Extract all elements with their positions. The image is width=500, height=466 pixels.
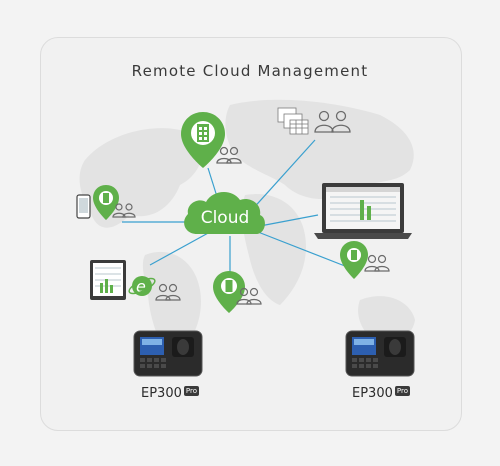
users-icon bbox=[236, 287, 262, 305]
line-to-tables bbox=[249, 139, 316, 213]
users-icon bbox=[314, 110, 351, 133]
fingerprint-terminal-icon bbox=[133, 330, 203, 377]
building-pin-icon bbox=[181, 112, 225, 168]
diagram-title: Remote Cloud Management bbox=[131, 62, 369, 80]
fingerprint-terminal-icon bbox=[345, 330, 415, 377]
users-icon bbox=[155, 283, 181, 301]
pro-badge: Pro bbox=[394, 386, 410, 396]
device-model: EP300 bbox=[352, 386, 393, 401]
table-icon bbox=[277, 107, 309, 135]
line-to-monitor bbox=[149, 231, 211, 266]
device-model: EP300 bbox=[141, 386, 182, 401]
laptop-icon bbox=[314, 183, 412, 239]
line-to-laptop bbox=[259, 214, 319, 227]
users-icon bbox=[216, 146, 242, 164]
users-icon bbox=[112, 203, 136, 218]
svg-text:e: e bbox=[136, 277, 146, 296]
building-pin-icon bbox=[340, 241, 368, 279]
cloud-label: Cloud bbox=[200, 208, 250, 228]
building-pin-icon bbox=[93, 185, 119, 220]
browser-e-icon: e bbox=[128, 276, 156, 296]
cloud-icon bbox=[184, 191, 265, 234]
line-to-right-pin bbox=[257, 231, 351, 269]
monitor-icon bbox=[90, 260, 126, 300]
users-icon bbox=[364, 254, 390, 272]
pro-badge: Pro bbox=[183, 386, 199, 396]
smartphone-icon bbox=[76, 194, 91, 219]
